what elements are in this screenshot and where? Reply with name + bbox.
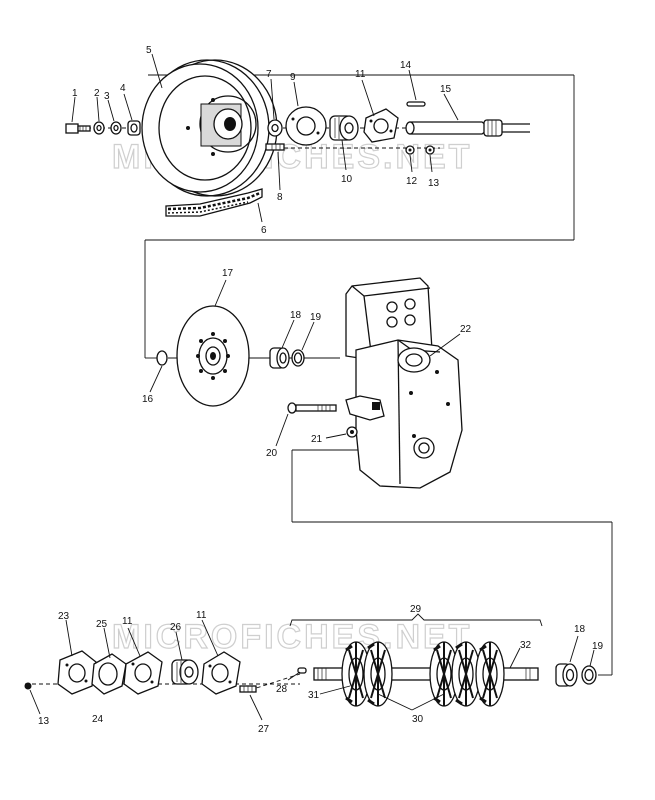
callout-8: 8 — [277, 192, 283, 203]
part-12-nut — [405, 145, 415, 155]
part-6-belt — [165, 188, 263, 217]
part-19-ring-bottom — [581, 665, 597, 685]
callout-9: 9 — [290, 72, 296, 83]
callout-23: 23 — [58, 611, 70, 622]
part-22-housing — [345, 277, 463, 489]
callout-18-bottom: 18 — [574, 624, 586, 635]
watermark-bottom: MICROFICHES.NET — [112, 618, 472, 656]
callout-16: 16 — [142, 394, 154, 405]
part-9-flange — [285, 106, 327, 146]
callout-12: 12 — [406, 176, 418, 187]
callout-30: 30 — [412, 714, 424, 725]
callout-19-bottom: 19 — [592, 641, 604, 652]
callout-27: 27 — [258, 724, 270, 735]
routing-lines — [25, 74, 613, 691]
part-3-washer — [110, 121, 122, 135]
callout-7: 7 — [266, 69, 272, 80]
part-11-flange-top — [363, 108, 399, 143]
part-10-bearing — [329, 115, 359, 141]
part-18-bearing-bottom — [555, 663, 578, 687]
callout-15: 15 — [440, 84, 452, 95]
callout-1: 1 — [72, 88, 78, 99]
callout-29: 29 — [410, 604, 422, 615]
part-15-shaft — [405, 119, 530, 137]
callout-32: 32 — [520, 640, 532, 651]
part-5-pulley — [141, 59, 278, 197]
callout-6: 6 — [261, 225, 267, 236]
part-26-bearing — [171, 659, 199, 685]
callout-5: 5 — [146, 45, 152, 56]
callout-24: 24 — [92, 714, 104, 725]
callout-10: 10 — [341, 174, 353, 185]
part-21-nut — [346, 426, 358, 438]
callout-11-top: 11 — [355, 69, 366, 80]
callout-21: 21 — [311, 434, 323, 445]
callout-13-bottom: 13 — [38, 716, 50, 727]
callout-18-middle: 18 — [290, 310, 302, 321]
callout-19-middle: 19 — [310, 312, 322, 323]
callout-11-bottom-left: 11 — [122, 616, 133, 627]
part-2-washer — [93, 121, 105, 135]
callout-22: 22 — [460, 324, 472, 335]
part-16-ring — [156, 350, 168, 366]
callout-17: 17 — [222, 268, 234, 279]
part-7-washer — [267, 119, 283, 137]
callout-25: 25 — [96, 619, 108, 630]
callout-20: 20 — [266, 448, 278, 459]
part-18-bearing-middle — [269, 347, 290, 369]
leader-lines — [29, 53, 595, 721]
part-4-spacer — [127, 120, 141, 136]
part-17-disc — [176, 305, 250, 407]
part-27-bolt — [239, 685, 257, 693]
part-13-nut-bottom — [24, 682, 32, 690]
part-19-ring-middle — [291, 349, 305, 367]
part-8-bolt — [265, 143, 285, 151]
callout-2: 2 — [94, 88, 100, 99]
callout-28: 28 — [276, 684, 288, 695]
part-13-nut-top — [425, 145, 435, 155]
callout-31: 31 — [308, 690, 320, 701]
callout-14: 14 — [400, 60, 412, 71]
part-20-bolt — [287, 402, 337, 414]
part-29-track-drive-assembly — [313, 641, 539, 707]
part-14-key — [406, 101, 426, 107]
callout-labels: 1 2 3 4 5 6 7 8 9 10 11 12 13 14 15 16 1… — [38, 45, 604, 735]
part-28-key — [297, 667, 307, 674]
callout-13-top: 13 — [428, 178, 440, 189]
part-1-bolt — [65, 123, 91, 134]
part-24-gasket — [91, 653, 127, 695]
callout-11-bottom-right: 11 — [196, 610, 207, 621]
callout-4: 4 — [120, 83, 126, 94]
part-23-flange — [57, 650, 97, 695]
part-11-flange-bottom — [201, 651, 241, 695]
part-25-flange — [123, 651, 163, 695]
callout-26: 26 — [170, 622, 182, 633]
callout-3: 3 — [104, 91, 110, 102]
